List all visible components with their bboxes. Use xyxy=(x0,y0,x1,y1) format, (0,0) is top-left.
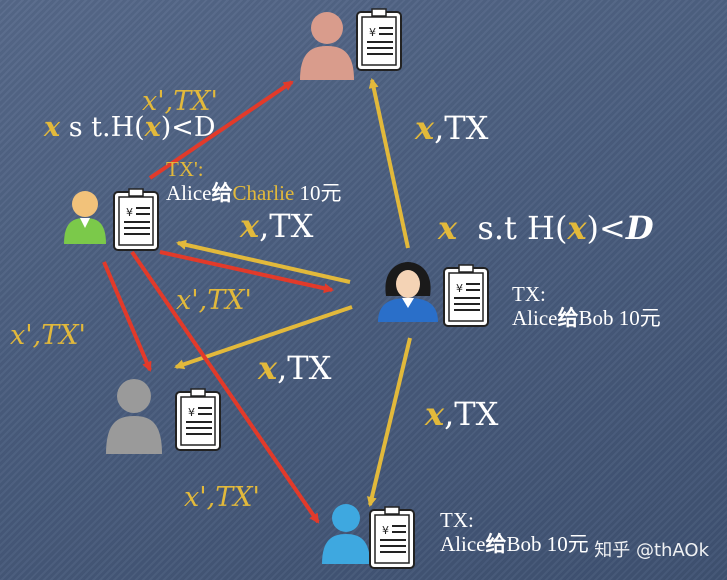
cond-d: D xyxy=(625,209,654,247)
tx-text: ,TX xyxy=(277,349,332,387)
var-x: x xyxy=(258,349,278,387)
person-blue-icon xyxy=(322,504,370,564)
tx-alice: TX: Alice给Bob 10元 xyxy=(512,282,661,330)
label-bottom-xprime: x',TX' xyxy=(184,482,260,513)
label-left-xprime: x',TX' xyxy=(10,320,86,351)
receipt-bottom-icon xyxy=(369,506,415,569)
arrow-left-to-top xyxy=(148,80,294,180)
tx-left-head: TX': xyxy=(166,157,204,181)
cond-text: s.t H( xyxy=(477,209,568,247)
label-condition: x s.t H(x)<D xyxy=(438,212,654,244)
person-gray-icon xyxy=(106,379,162,454)
label-top-left-xprime: x',TX' xyxy=(142,86,218,117)
tx-text: ,TX xyxy=(444,395,499,433)
tx-left-line: Alice给Charlie 10元 xyxy=(166,181,342,206)
arrow-alice-to-top xyxy=(368,78,410,249)
tx-text: ,TX xyxy=(434,109,489,147)
watermark: 知乎 @thAOk xyxy=(594,540,709,561)
receipt-left-icon xyxy=(113,188,159,251)
person-salmon-icon xyxy=(300,12,354,80)
cond-lt: )< xyxy=(586,209,626,247)
tx-alice-head: TX: xyxy=(512,282,546,306)
label-top-right-xtx: x,TX xyxy=(415,112,488,144)
label-lower-xtx: x,TX xyxy=(258,352,331,384)
cond-var-x: x xyxy=(438,209,458,247)
tx-bottom-line: Alice给Bob 10元 xyxy=(440,532,589,557)
receipt-alice-icon xyxy=(443,264,489,327)
arrow-alice-to-bottom xyxy=(367,337,412,507)
person-green-icon xyxy=(64,191,106,244)
cond-var-x: x xyxy=(44,112,61,143)
label-top-left-condition: x s t.H(x)<D xyxy=(44,114,216,141)
cond-end: )<D xyxy=(160,112,216,143)
var-x: x xyxy=(240,207,260,245)
label-right-lower-xtx: x,TX xyxy=(425,398,498,430)
label-center-xtx: x,TX xyxy=(240,210,313,242)
cond-text: s t.H( xyxy=(68,112,145,143)
arrow-alice-to-left xyxy=(176,239,351,284)
arrow-left-to-gray xyxy=(102,261,152,372)
var-x: x xyxy=(425,395,445,433)
tx-text: ,TX xyxy=(259,207,314,245)
receipt-gray-icon xyxy=(175,388,221,451)
person-woman-icon xyxy=(378,262,438,322)
tx-bottom-head: TX: xyxy=(440,508,474,532)
var-x: x xyxy=(415,109,435,147)
tx-left: TX': Alice给Charlie 10元 xyxy=(166,157,342,205)
label-mid-xprime: x',TX' xyxy=(176,285,252,316)
receipt-top-icon xyxy=(356,8,402,71)
tx-bottom: TX: Alice给Bob 10元 xyxy=(440,508,589,556)
cond-var-x2: x xyxy=(144,112,161,143)
arrow-left-to-bottom xyxy=(130,250,320,524)
cond-var-x2: x xyxy=(567,209,587,247)
arrow-left-to-alice xyxy=(159,250,334,294)
tx-alice-line: Alice给Bob 10元 xyxy=(512,306,661,331)
